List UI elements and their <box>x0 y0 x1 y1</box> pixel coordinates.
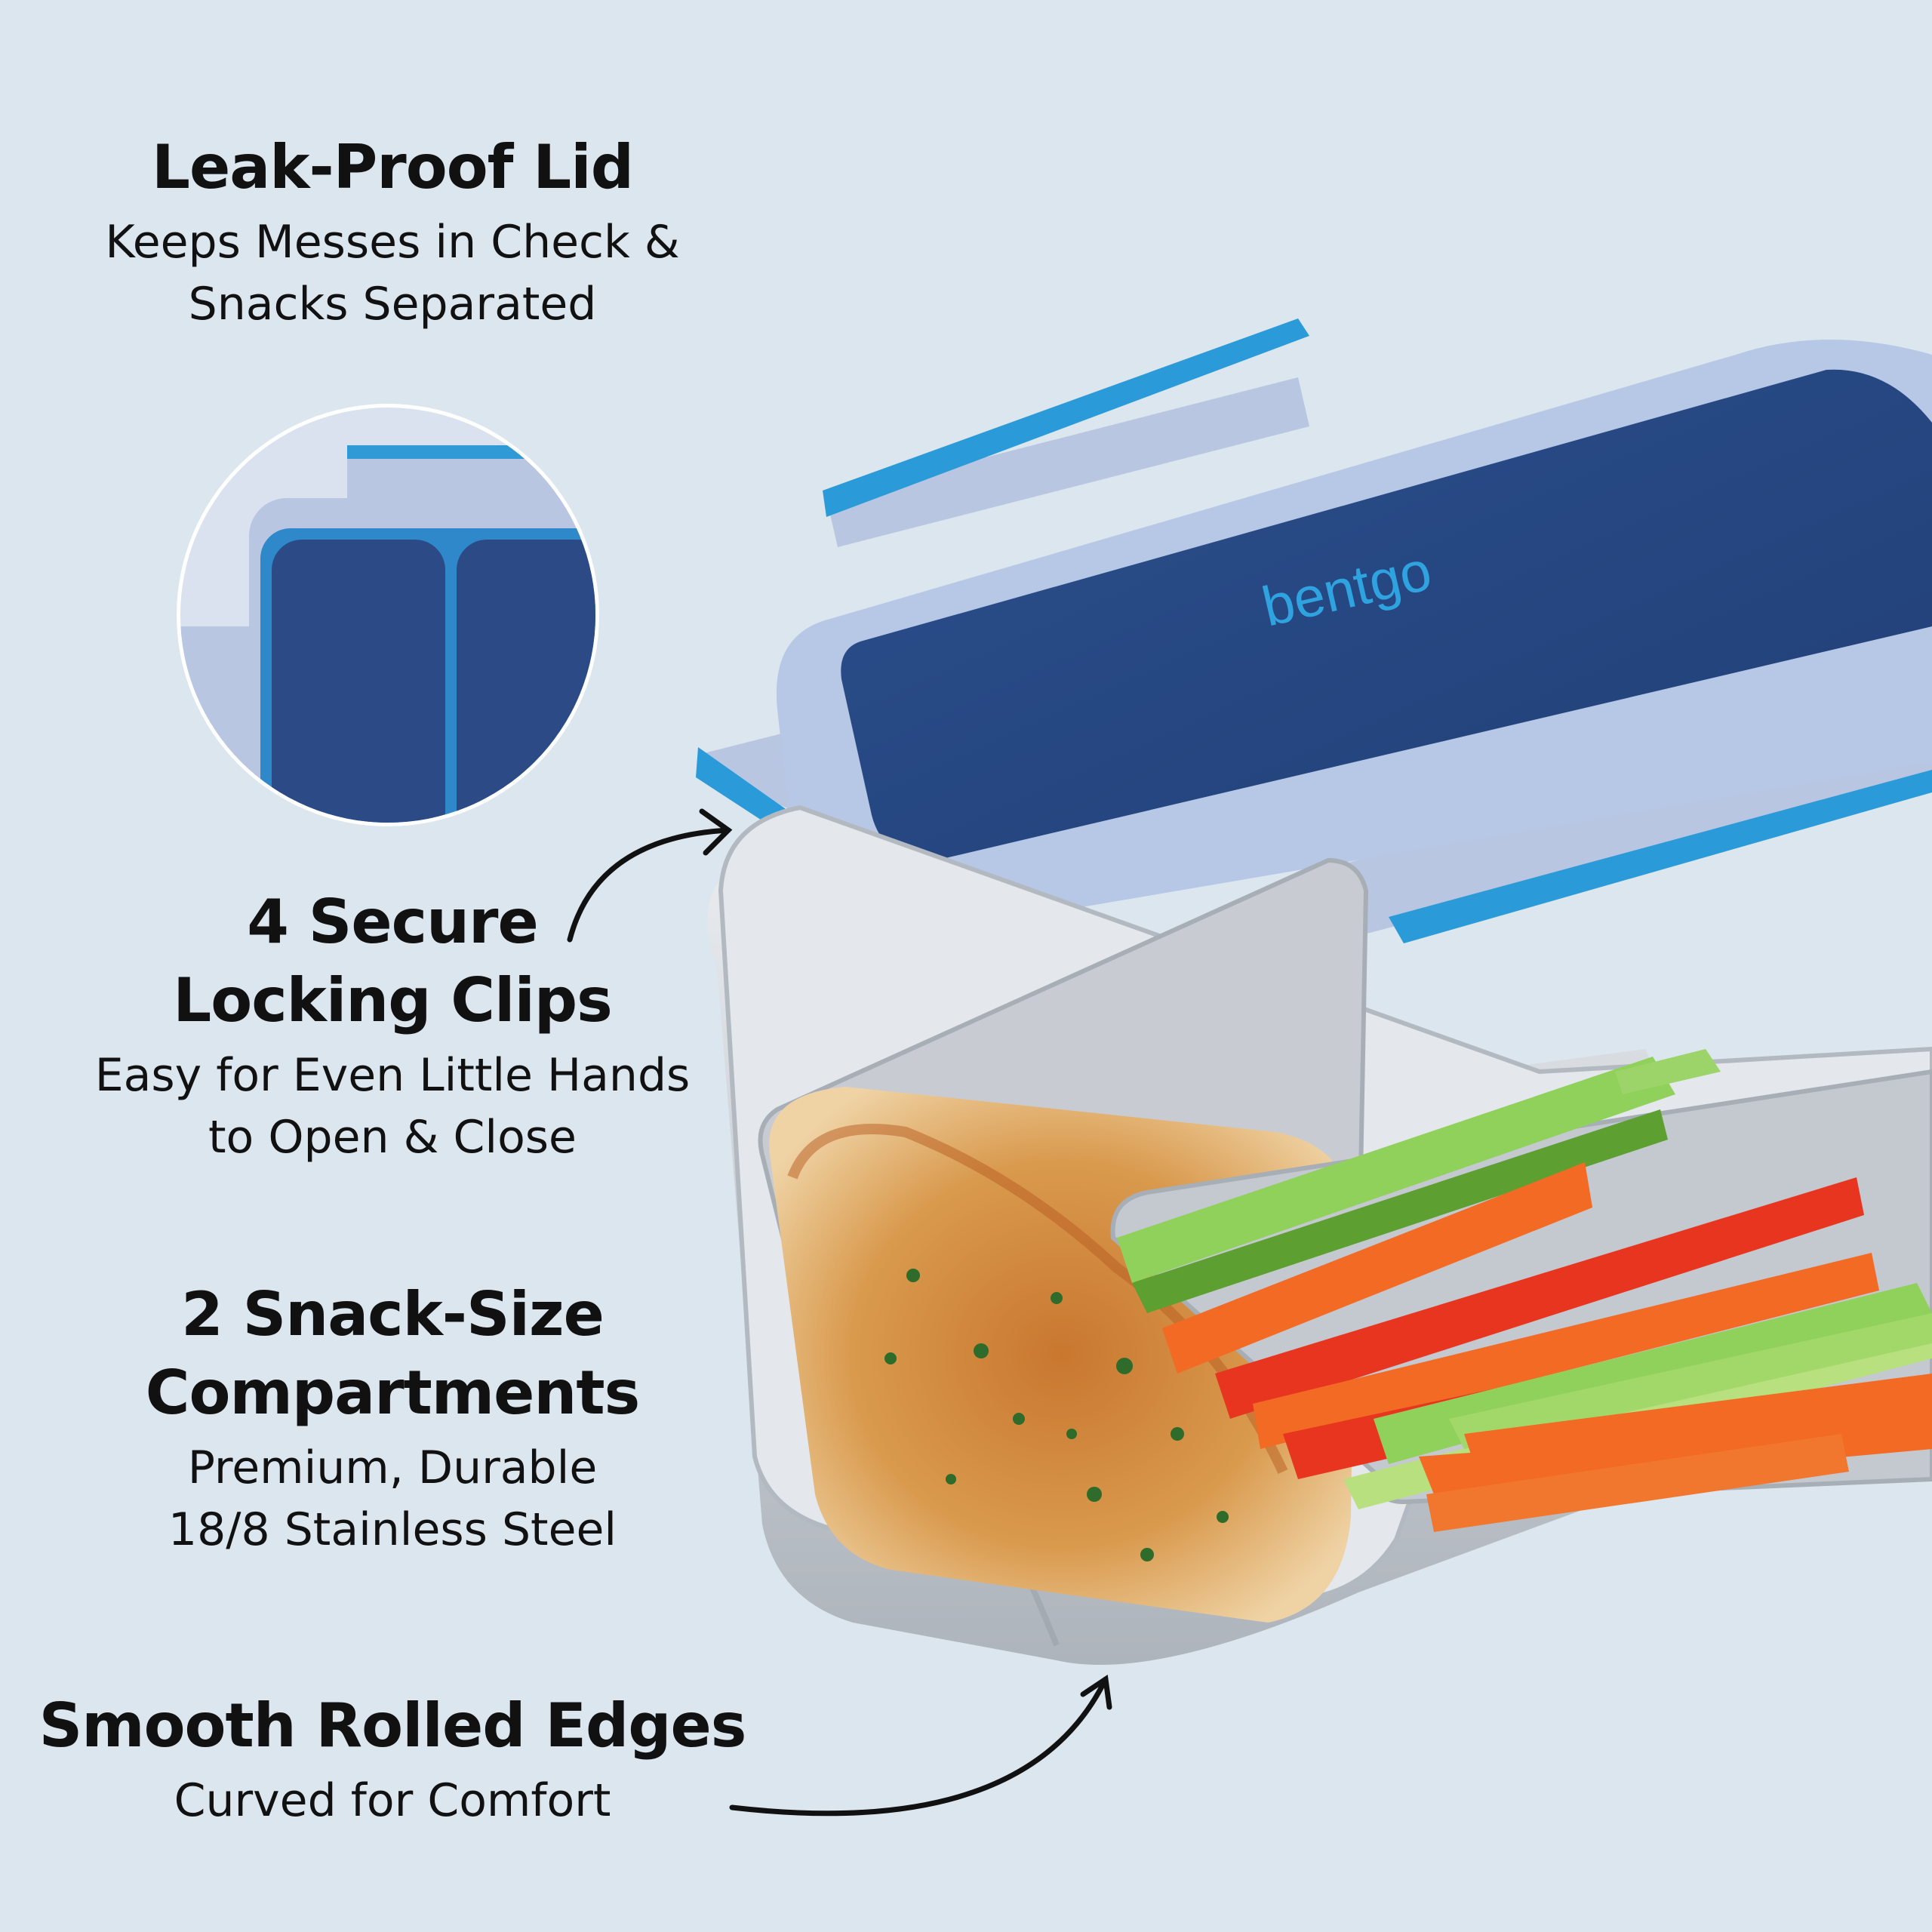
feature-rolled-edges: Smooth Rolled Edges Curved for Comfort <box>30 1687 755 1832</box>
herb-garnish <box>884 1269 1229 1561</box>
feature-title: 2 Snack-Size Compartments <box>145 1279 640 1428</box>
lid-illustration: bentgo <box>696 318 1932 943</box>
veggie-sticks <box>1117 1049 1932 1532</box>
feature-compartments: 2 Snack-Size Compartments Premium, Durab… <box>30 1275 755 1561</box>
clip-arrow <box>567 808 733 943</box>
feature-locking-clips: 4 Secure Locking Clips Easy for Even Lit… <box>30 883 755 1168</box>
feature-leak-proof-lid: Leak-Proof Lid Keeps Messes in Check & S… <box>30 128 755 335</box>
feature-title: Smooth Rolled Edges <box>38 1690 747 1761</box>
feature-description: Premium, Durable 18/8 Stainless Steel <box>168 1441 617 1556</box>
feature-description: Curved for Comfort <box>174 1774 611 1827</box>
feature-description: Keeps Messes in Check & Snacks Separated <box>105 216 680 331</box>
zoom-detail-circle <box>177 404 599 826</box>
feature-title: Leak-Proof Lid <box>152 132 634 202</box>
feature-description: Easy for Even Little Hands to Open & Clo… <box>94 1049 691 1164</box>
edge-arrow <box>729 1674 1112 1817</box>
tray-illustration <box>707 804 1932 1665</box>
feature-title: 4 Secure Locking Clips <box>173 887 613 1035</box>
